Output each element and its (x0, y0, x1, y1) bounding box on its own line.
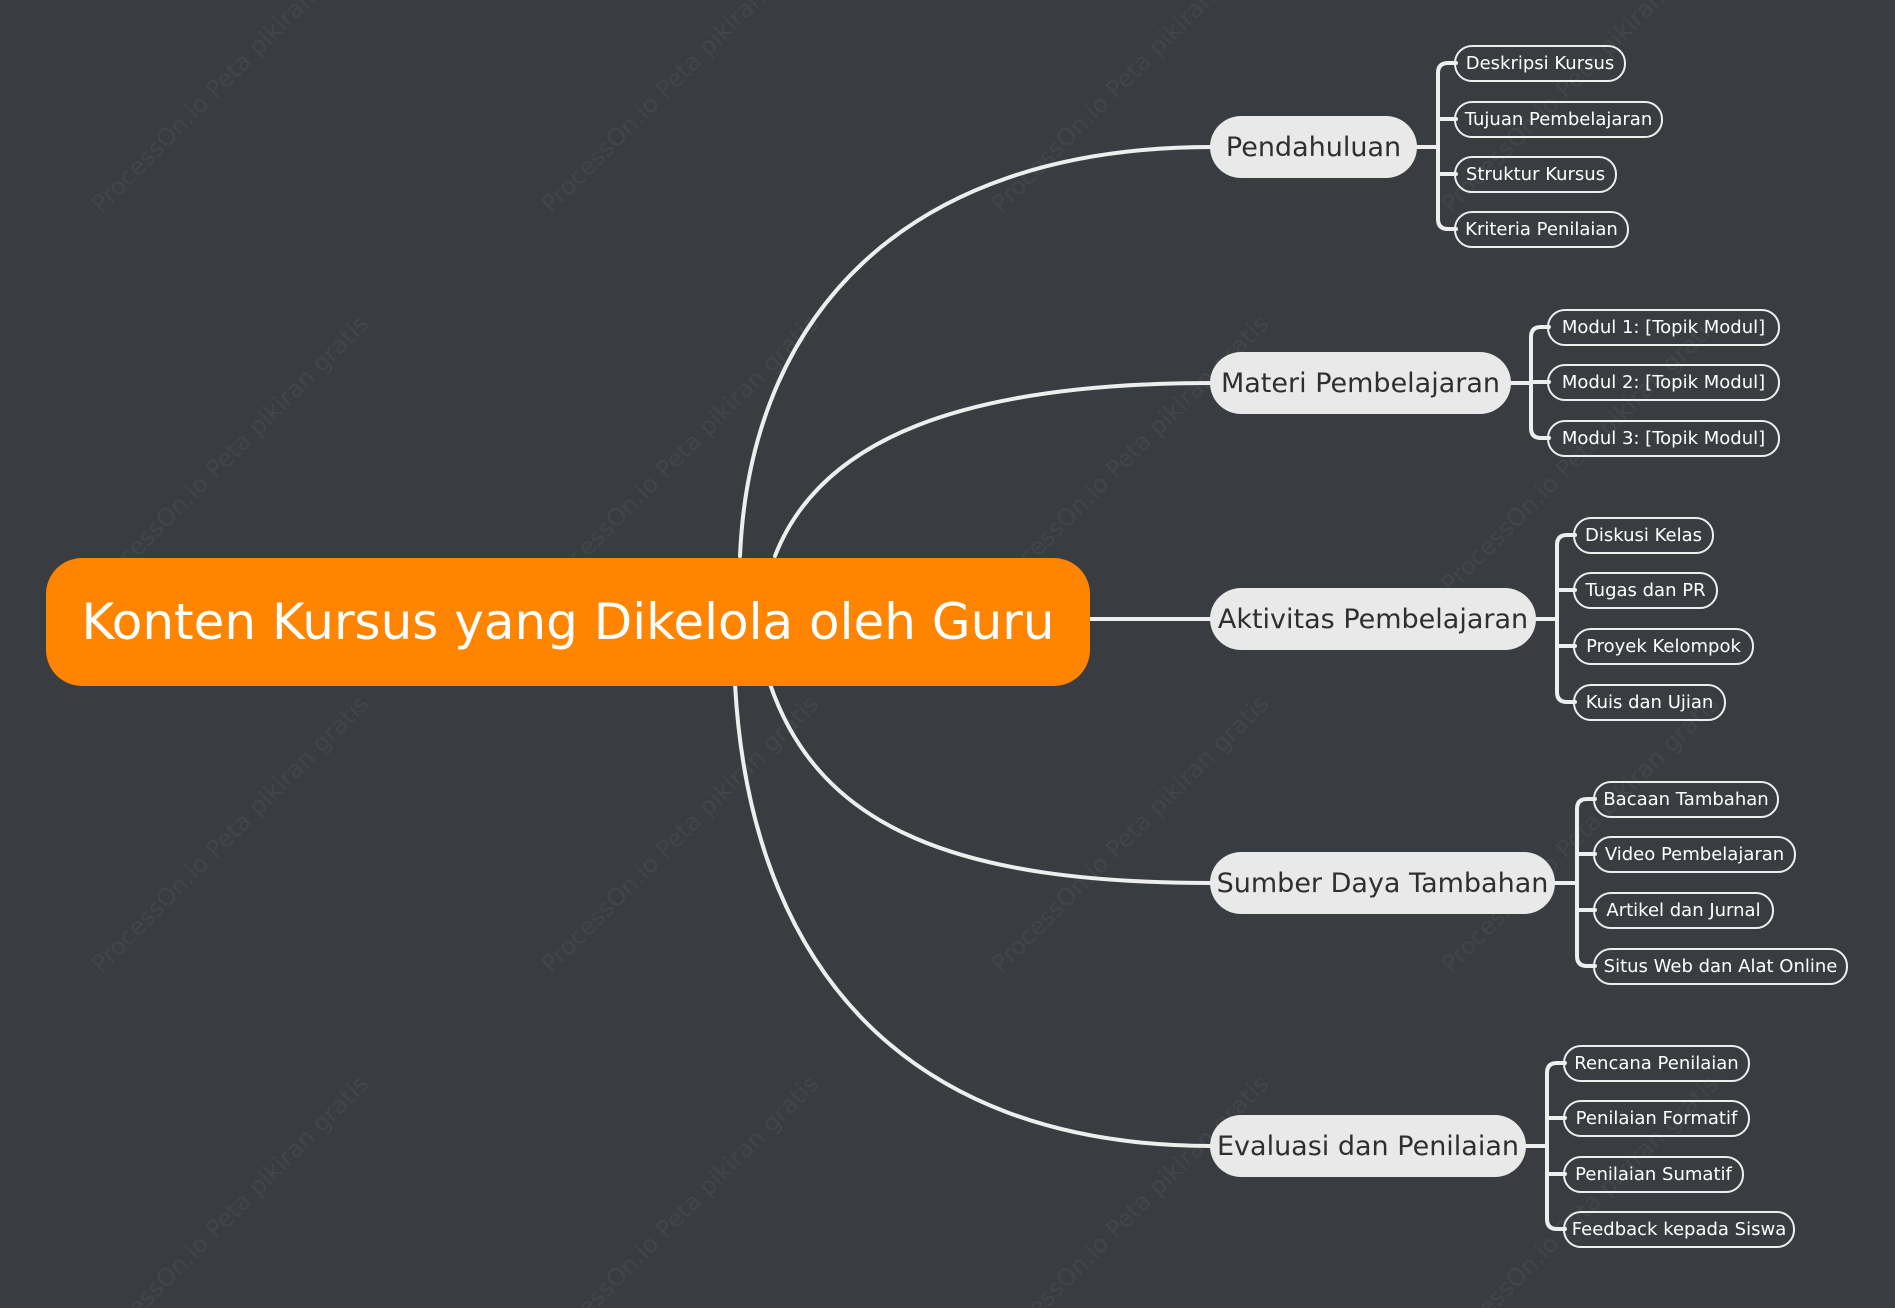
root-to-sumber-line (768, 682, 1214, 885)
branch-2-leaf-0-line (1555, 533, 1577, 547)
subtopic-tugas-dan-pr[interactable]: Tugas dan PR (1573, 572, 1718, 609)
subtopic-label: Modul 3: [Topik Modul] (1561, 428, 1766, 449)
subtopic-label: Modul 2: [Topik Modul] (1561, 372, 1766, 393)
branch-4-leaf-0-line (1545, 1061, 1567, 1075)
subtopic-label: Penilaian Sumatif (1575, 1164, 1732, 1185)
subtopic-diskusi-kelas[interactable]: Diskusi Kelas (1573, 517, 1714, 554)
subtopic-label: Tugas dan PR (1585, 580, 1706, 601)
subtopic-tujuan-pembelajaran[interactable]: Tujuan Pembelajaran (1454, 101, 1663, 138)
subtopic-label: Situs Web dan Alat Online (1603, 956, 1838, 977)
subtopic-bacaan-tambahan[interactable]: Bacaan Tambahan (1593, 781, 1779, 818)
subtopic-label: Video Pembelajaran (1604, 844, 1785, 865)
subtopic-rencana-penilaian[interactable]: Rencana Penilaian (1563, 1045, 1750, 1082)
subtopic-feedback-kepada-siswa[interactable]: Feedback kepada Siswa (1563, 1211, 1795, 1248)
branch-topic-label: Materi Pembelajaran (1220, 367, 1501, 399)
subtopic-modul-3[interactable]: Modul 3: [Topik Modul] (1547, 420, 1780, 457)
subtopic-label: Artikel dan Jurnal (1606, 900, 1761, 921)
subtopic-label: Proyek Kelompok (1586, 636, 1741, 657)
branch-1-leaf-0-line (1529, 325, 1551, 339)
branch-3-leaf-3-line (1575, 954, 1597, 968)
branch-topic-aktivitas-pembelajaran[interactable]: Aktivitas Pembelajaran (1210, 588, 1536, 650)
root-to-pendahuluan-line (738, 145, 1214, 558)
subtopic-label: Feedback kepada Siswa (1571, 1219, 1787, 1240)
subtopic-proyek-kelompok[interactable]: Proyek Kelompok (1573, 628, 1754, 665)
branch-topic-label: Sumber Daya Tambahan (1216, 867, 1549, 899)
subtopic-struktur-kursus[interactable]: Struktur Kursus (1454, 156, 1617, 193)
subtopic-artikel-dan-jurnal[interactable]: Artikel dan Jurnal (1593, 892, 1774, 929)
branch-topic-label: Evaluasi dan Penilaian (1216, 1130, 1520, 1162)
branch-0-leaf-3-line (1436, 217, 1458, 231)
subtopic-deskripsi-kursus[interactable]: Deskripsi Kursus (1454, 45, 1626, 82)
subtopic-label: Bacaan Tambahan (1603, 789, 1769, 810)
subtopic-penilaian-sumatif[interactable]: Penilaian Sumatif (1563, 1156, 1744, 1193)
subtopic-modul-1[interactable]: Modul 1: [Topik Modul] (1547, 309, 1780, 346)
branch-3-leaf-0-line (1575, 797, 1597, 811)
subtopic-penilaian-formatif[interactable]: Penilaian Formatif (1563, 1100, 1750, 1137)
root-to-evaluasi-line (733, 682, 1214, 1148)
subtopic-video-pembelajaran[interactable]: Video Pembelajaran (1593, 836, 1796, 873)
branch-2-leaf-3-line (1555, 690, 1577, 704)
branch-topic-evaluasi-dan-penilaian[interactable]: Evaluasi dan Penilaian (1210, 1115, 1526, 1177)
root-topic[interactable]: Konten Kursus yang Dikelola oleh Guru (46, 558, 1090, 686)
root-topic-label: Konten Kursus yang Dikelola oleh Guru (81, 593, 1055, 651)
subtopic-label: Kriteria Penilaian (1465, 219, 1618, 240)
subtopic-label: Rencana Penilaian (1574, 1053, 1739, 1074)
subtopic-label: Deskripsi Kursus (1465, 53, 1615, 74)
subtopic-label: Kuis dan Ujian (1585, 692, 1714, 713)
branch-1-leaf-2-line (1529, 426, 1551, 440)
branch-topic-label: Pendahuluan (1225, 131, 1402, 163)
branch-4-leaf-3-line (1545, 1217, 1567, 1231)
subtopic-kriteria-penilaian[interactable]: Kriteria Penilaian (1454, 211, 1629, 248)
subtopic-modul-2[interactable]: Modul 2: [Topik Modul] (1547, 364, 1780, 401)
root-to-materi-line (773, 381, 1214, 558)
subtopic-kuis-dan-ujian[interactable]: Kuis dan Ujian (1573, 684, 1726, 721)
branch-topic-pendahuluan[interactable]: Pendahuluan (1210, 116, 1417, 178)
subtopic-label: Modul 1: [Topik Modul] (1561, 317, 1766, 338)
branch-topic-sumber-daya-tambahan[interactable]: Sumber Daya Tambahan (1210, 852, 1555, 914)
branch-0-leaf-0-line (1436, 61, 1458, 75)
branch-topic-label: Aktivitas Pembelajaran (1217, 603, 1529, 635)
subtopic-label: Struktur Kursus (1465, 164, 1606, 185)
subtopic-label: Penilaian Formatif (1575, 1108, 1738, 1129)
subtopic-situs-web-dan-alat-online[interactable]: Situs Web dan Alat Online (1593, 948, 1848, 985)
branch-topic-materi-pembelajaran[interactable]: Materi Pembelajaran (1210, 352, 1511, 414)
subtopic-label: Tujuan Pembelajaran (1464, 109, 1653, 130)
subtopic-label: Diskusi Kelas (1585, 525, 1703, 546)
